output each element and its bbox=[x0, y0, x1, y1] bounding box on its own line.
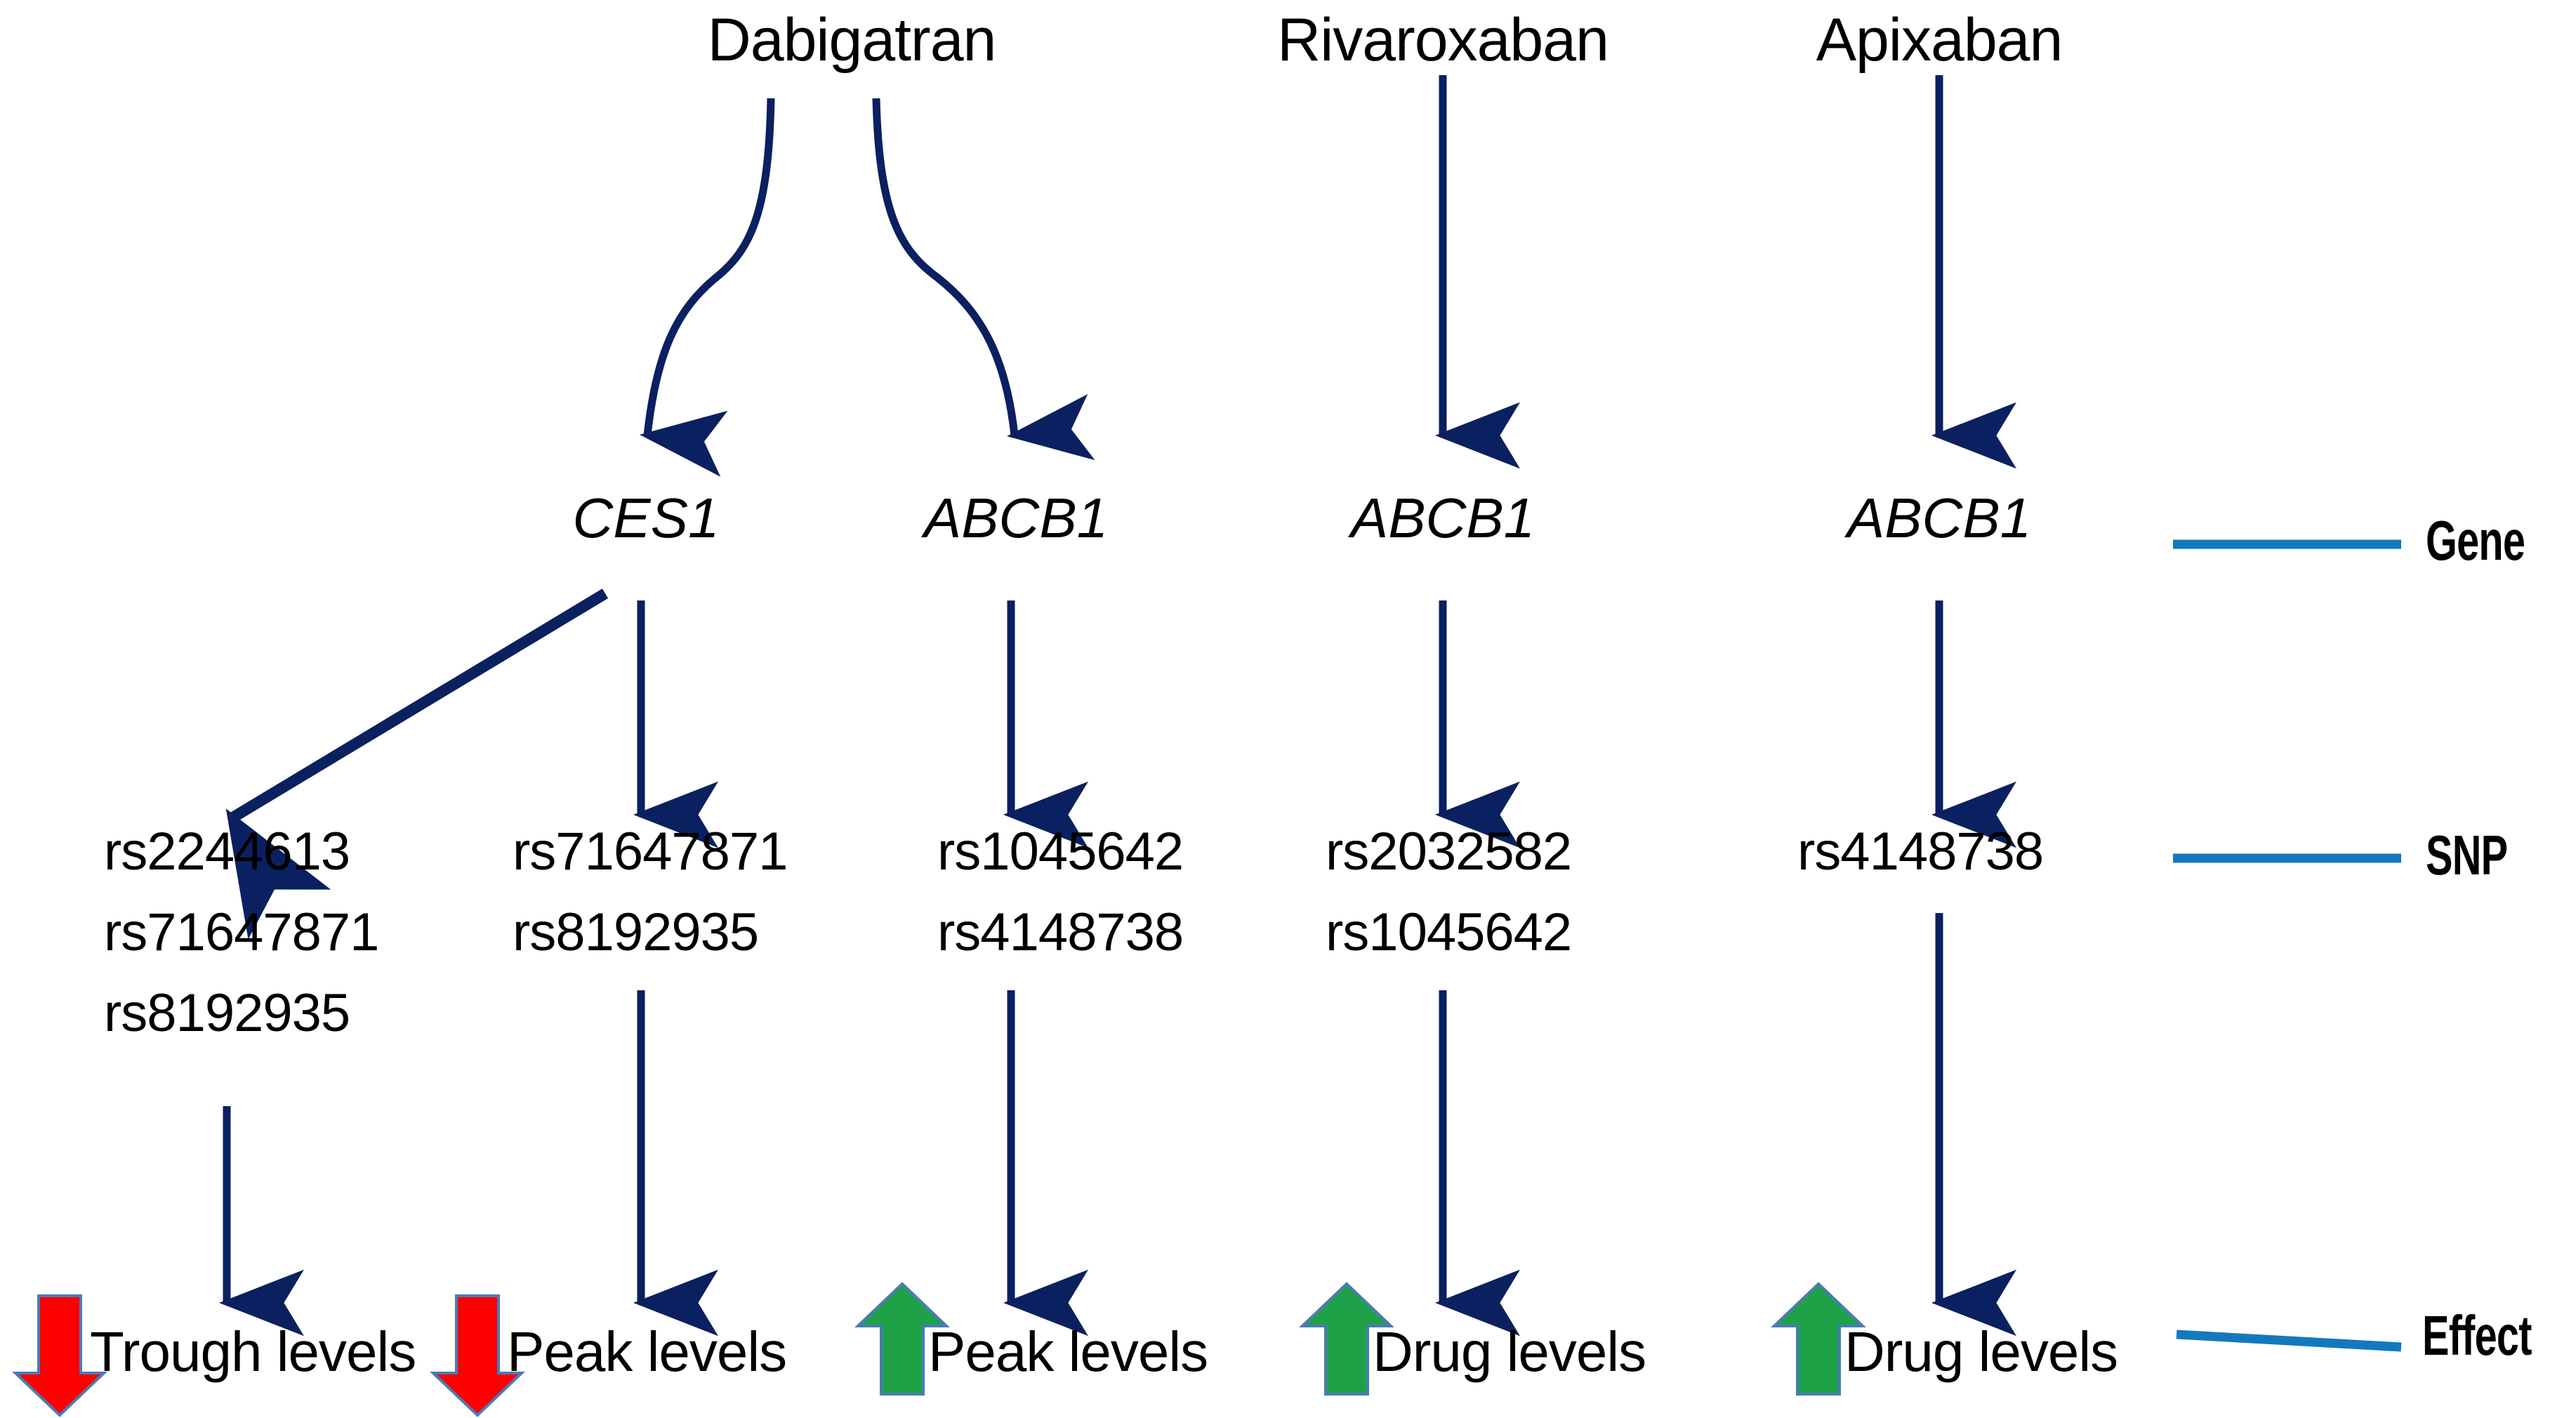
drug-label-rivaroxaban: Rivaroxaban bbox=[1277, 6, 1609, 74]
effect-label-drug-levels-apixaban: Drug levels bbox=[1844, 1320, 2118, 1383]
snp-label-g1-0: rs2244613 bbox=[104, 822, 350, 881]
legend-label-snp: SNP bbox=[2426, 824, 2508, 886]
drug-label-dabigatran: Dabigatran bbox=[707, 6, 997, 74]
effect-label-drug-levels-rivaroxaban: Drug levels bbox=[1373, 1320, 1646, 1383]
gene-label-abcb1-dabigatran: ABCB1 bbox=[923, 487, 1109, 549]
legend-rule-effect bbox=[2176, 1330, 2402, 1352]
gene-label-abcb1-apixaban: ABCB1 bbox=[1847, 487, 2032, 549]
arrow-dabigatran-to-ces1 bbox=[640, 98, 775, 477]
snp-label-g4-1: rs1045642 bbox=[1326, 902, 1572, 962]
drug-label-apixaban: Apixaban bbox=[1816, 6, 2063, 74]
snp-label-g2-1: rs8192935 bbox=[513, 902, 759, 962]
effect-label-peak-levels-down: Peak levels bbox=[507, 1320, 787, 1383]
arrow-ces1-to-snp-group-1 bbox=[225, 589, 609, 940]
snp-label-g4-0: rs2032582 bbox=[1326, 822, 1572, 881]
snp-label-g5-0: rs4148738 bbox=[1797, 822, 2044, 881]
snp-label-g3-1: rs4148738 bbox=[937, 902, 1184, 962]
legend-label-effect: Effect bbox=[2422, 1304, 2532, 1367]
effect-label-trough-levels: Trough levels bbox=[90, 1320, 416, 1383]
gene-label-abcb1-rivaroxaban: ABCB1 bbox=[1350, 487, 1535, 549]
arrow-dabigatran-to-abcb1 bbox=[872, 98, 1095, 461]
snp-label-g1-1: rs71647871 bbox=[104, 902, 379, 962]
legend-label-gene: Gene bbox=[2426, 509, 2525, 572]
snp-label-g1-2: rs8192935 bbox=[104, 983, 350, 1043]
gene-label-ces1: CES1 bbox=[572, 487, 720, 549]
effect-label-peak-levels-up: Peak levels bbox=[928, 1320, 1208, 1383]
snp-label-g3-0: rs1045642 bbox=[937, 822, 1184, 881]
snp-label-g2-0: rs71647871 bbox=[513, 822, 788, 881]
